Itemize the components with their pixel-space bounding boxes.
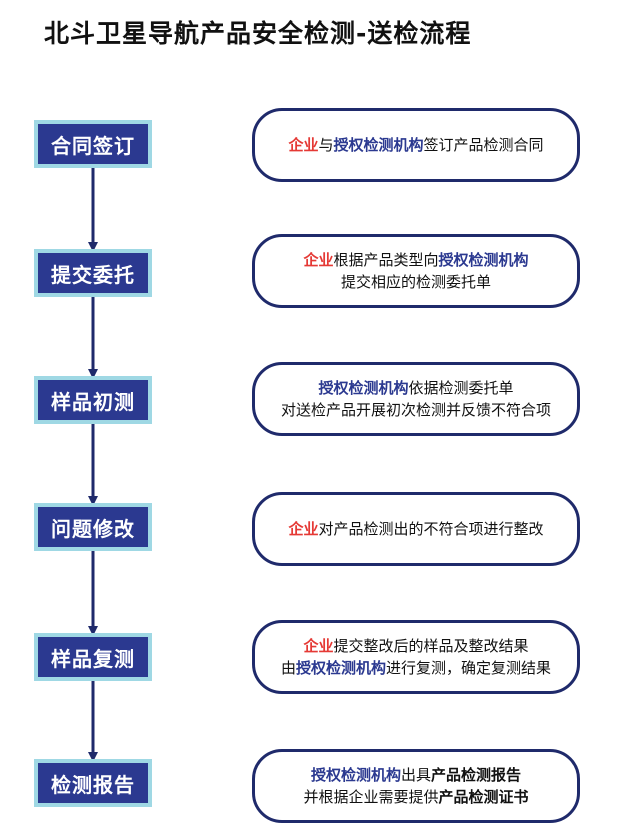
step-description-card: 企业提交整改后的样品及整改结果由授权检测机构进行复测，确定复测结果 bbox=[252, 620, 580, 694]
description-text: 出具 bbox=[400, 766, 431, 784]
description-text: 授权检测机构 bbox=[318, 379, 409, 397]
description-text: 企业 bbox=[303, 251, 334, 269]
description-text: 由 bbox=[280, 659, 296, 677]
step-box: 合同签订 bbox=[34, 120, 152, 168]
description-text: 并根据企业需要提供 bbox=[303, 788, 439, 806]
description-text: 提交整改后的样品及整改结果 bbox=[333, 637, 529, 655]
step-description-card: 企业根据产品类型向授权检测机构提交相应的检测委托单 bbox=[252, 234, 580, 308]
description-line: 企业提交整改后的样品及整改结果 bbox=[303, 635, 528, 657]
description-text: 授权检测机构 bbox=[295, 659, 386, 677]
description-line: 企业根据产品类型向授权检测机构 bbox=[303, 249, 528, 271]
step-description-card: 授权检测机构依据检测委托单对送检产品开展初次检测并反馈不符合项 bbox=[252, 362, 580, 436]
step-box: 问题修改 bbox=[34, 503, 152, 551]
step-description-card: 企业对产品检测出的不符合项进行整改 bbox=[252, 492, 580, 566]
step-box: 检测报告 bbox=[34, 759, 152, 807]
step-description-card: 企业与授权检测机构签订产品检测合同 bbox=[252, 108, 580, 182]
description-text: 授权检测机构 bbox=[310, 766, 401, 784]
description-line: 企业与授权检测机构签订产品检测合同 bbox=[288, 134, 543, 156]
description-text: 企业 bbox=[288, 136, 319, 154]
step-box: 样品复测 bbox=[34, 633, 152, 681]
description-line: 对送检产品开展初次检测并反馈不符合项 bbox=[281, 399, 551, 421]
description-text: 根据产品类型向 bbox=[333, 251, 439, 269]
step-box: 提交委托 bbox=[34, 249, 152, 297]
description-line: 授权检测机构依据检测委托单 bbox=[318, 377, 513, 399]
page-title: 北斗卫星导航产品安全检测-送检流程 bbox=[44, 19, 472, 48]
description-text: 进行复测，确定复测结果 bbox=[386, 659, 552, 677]
description-text: 产品检测证书 bbox=[438, 788, 529, 806]
description-text: 依据检测委托单 bbox=[408, 379, 514, 397]
description-text: 授权检测机构 bbox=[438, 251, 529, 269]
description-line: 并根据企业需要提供产品检测证书 bbox=[303, 786, 528, 808]
description-text: 对送检产品开展初次检测并反馈不符合项 bbox=[280, 401, 551, 419]
description-text: 提交相应的检测委托单 bbox=[340, 273, 491, 291]
description-text: 产品检测报告 bbox=[431, 766, 522, 784]
description-text: 授权检测机构 bbox=[333, 136, 424, 154]
step-description-card: 授权检测机构出具产品检测报告并根据企业需要提供产品检测证书 bbox=[252, 749, 580, 823]
description-line: 提交相应的检测委托单 bbox=[341, 271, 491, 293]
description-line: 授权检测机构出具产品检测报告 bbox=[311, 764, 521, 786]
description-text: 企业 bbox=[288, 520, 319, 538]
description-text: 签订产品检测合同 bbox=[423, 136, 544, 154]
description-line: 由授权检测机构进行复测，确定复测结果 bbox=[281, 657, 551, 679]
description-text: 对产品检测出的不符合项进行整改 bbox=[318, 520, 544, 538]
step-box: 样品初测 bbox=[34, 376, 152, 424]
description-text: 与 bbox=[318, 136, 334, 154]
description-line: 企业对产品检测出的不符合项进行整改 bbox=[288, 518, 543, 540]
description-text: 企业 bbox=[303, 637, 334, 655]
